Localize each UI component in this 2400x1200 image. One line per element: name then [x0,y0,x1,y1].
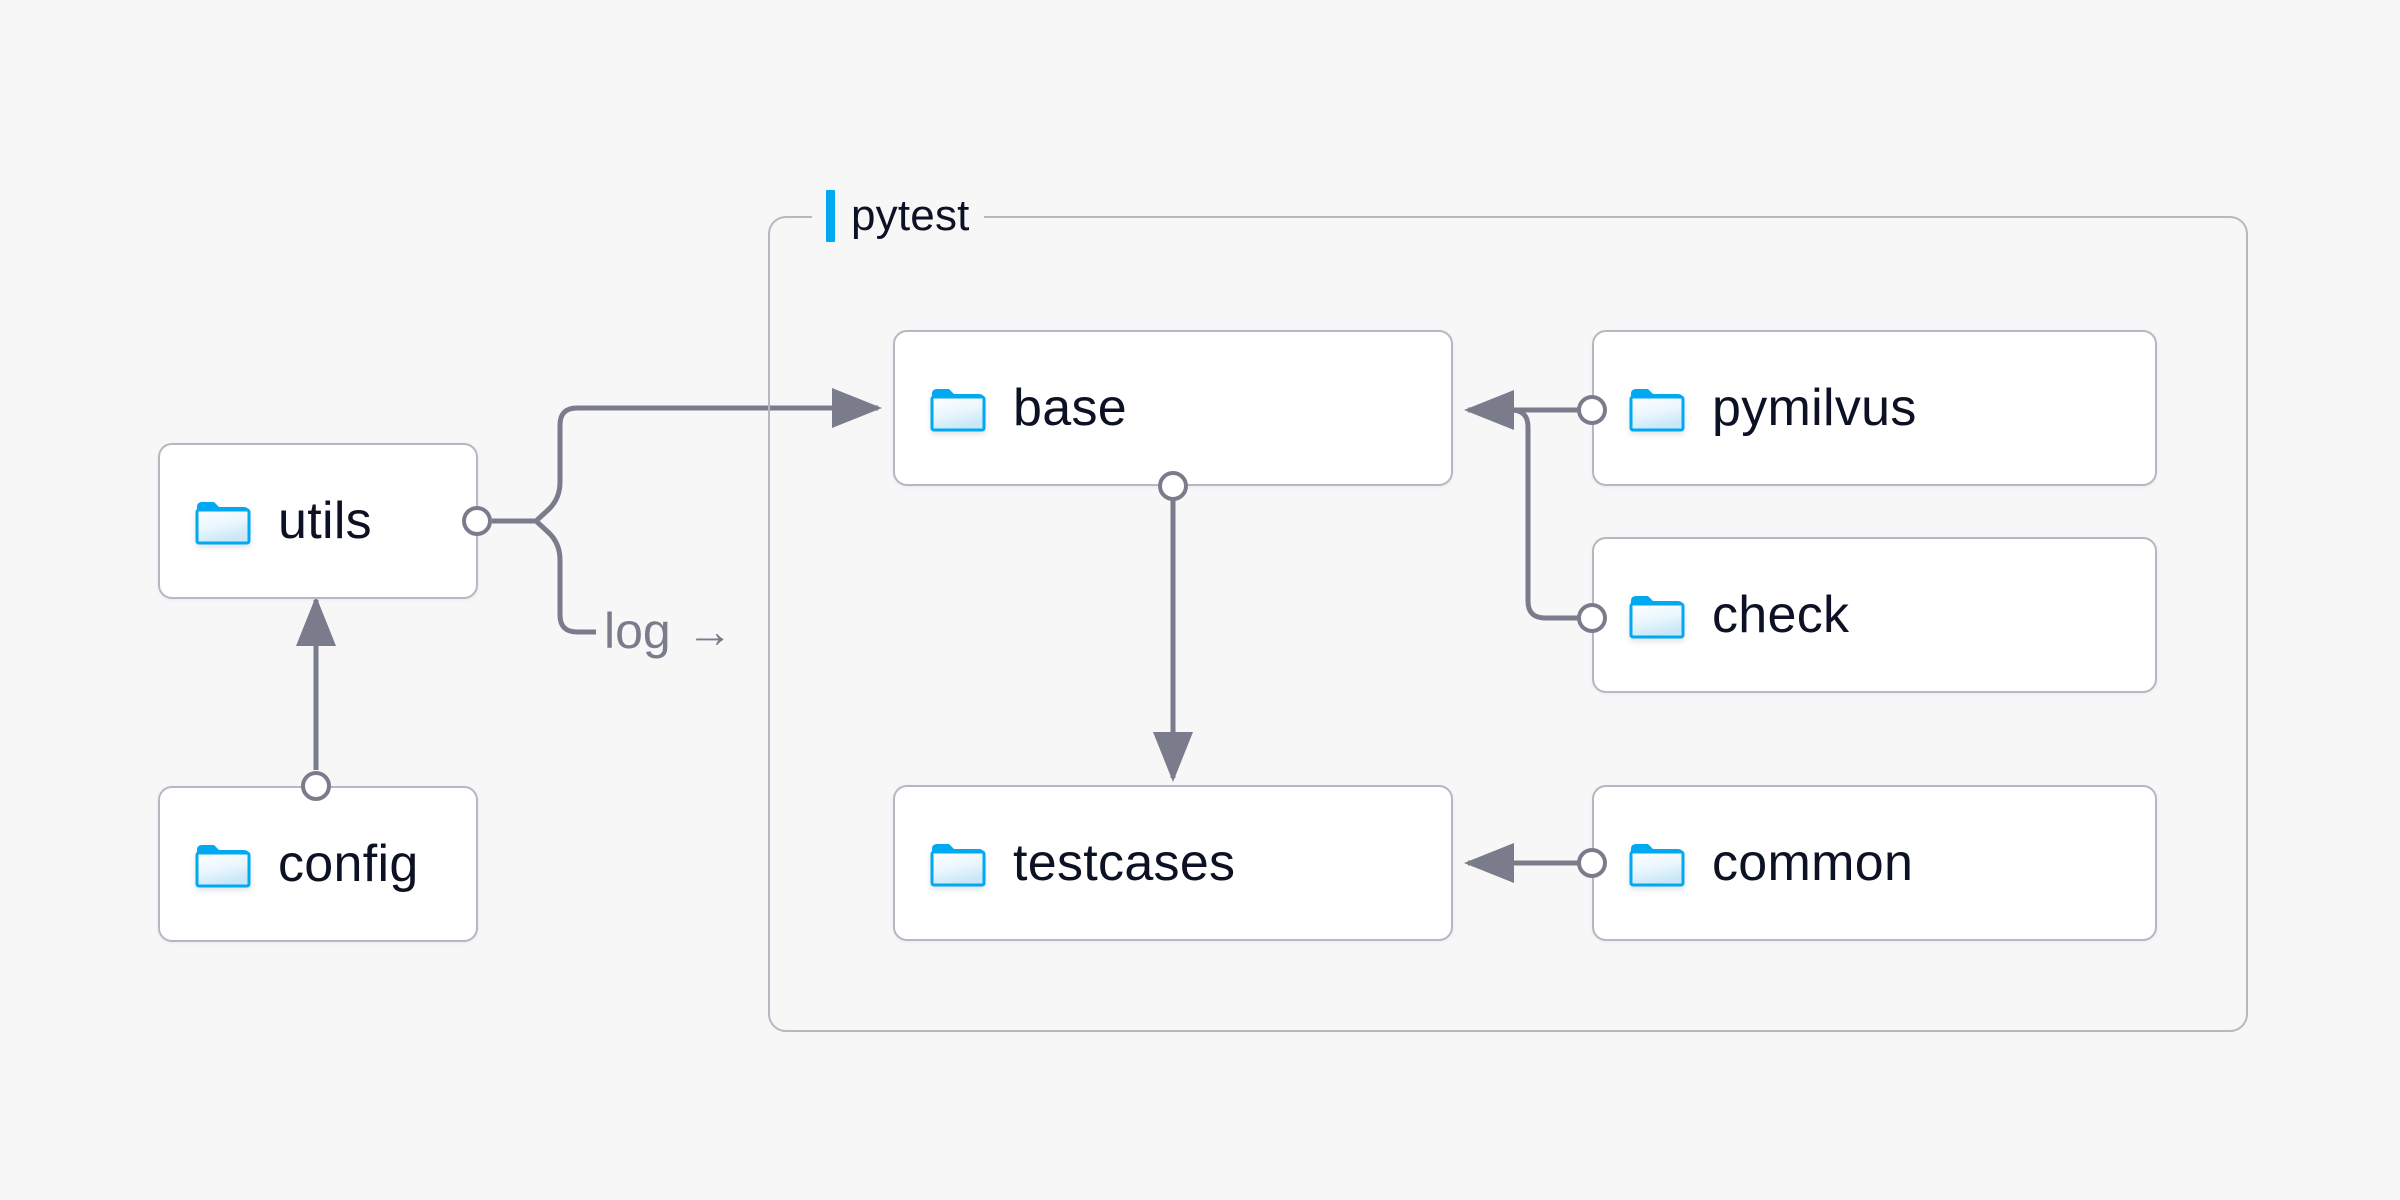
group-label-pytest: pytest [812,188,984,244]
node-label: config [278,835,419,893]
group-accent-bar [826,190,835,242]
node-testcases[interactable]: testcases [893,785,1453,941]
folder-icon [930,389,986,432]
node-label: pymilvus [1712,379,1917,437]
edge-label-log: log → [604,606,733,656]
node-label: testcases [1013,834,1236,892]
connector-dot-base-bottom[interactable] [1158,471,1188,501]
node-label: base [1013,379,1127,437]
edge-utils-to-log [534,519,596,635]
arrow-right-icon: → [686,605,733,657]
folder-icon [1629,389,1685,432]
group-title: pytest [851,191,970,240]
node-utils[interactable]: utils [158,443,478,599]
node-label: utils [278,492,372,550]
connector-dot-common-left[interactable] [1577,848,1607,878]
connector-dot-config-top[interactable] [301,771,331,801]
node-pymilvus[interactable]: pymilvus [1592,330,2157,486]
edge-label-log-text: log [604,603,671,659]
node-label: common [1712,834,1914,892]
folder-icon [195,502,251,545]
folder-icon [1629,844,1685,887]
node-common[interactable]: common [1592,785,2157,941]
folder-icon [1629,596,1685,639]
node-config[interactable]: config [158,786,478,942]
node-label: check [1712,586,1850,644]
node-base[interactable]: base [893,330,1453,486]
node-check[interactable]: check [1592,537,2157,693]
folder-icon [930,844,986,887]
folder-icon [195,845,251,888]
group-container-pytest [768,216,2248,1032]
connector-dot-utils-right[interactable] [462,506,492,536]
connector-dot-pymilvus-left[interactable] [1577,395,1607,425]
connector-dot-check-left[interactable] [1577,603,1607,633]
